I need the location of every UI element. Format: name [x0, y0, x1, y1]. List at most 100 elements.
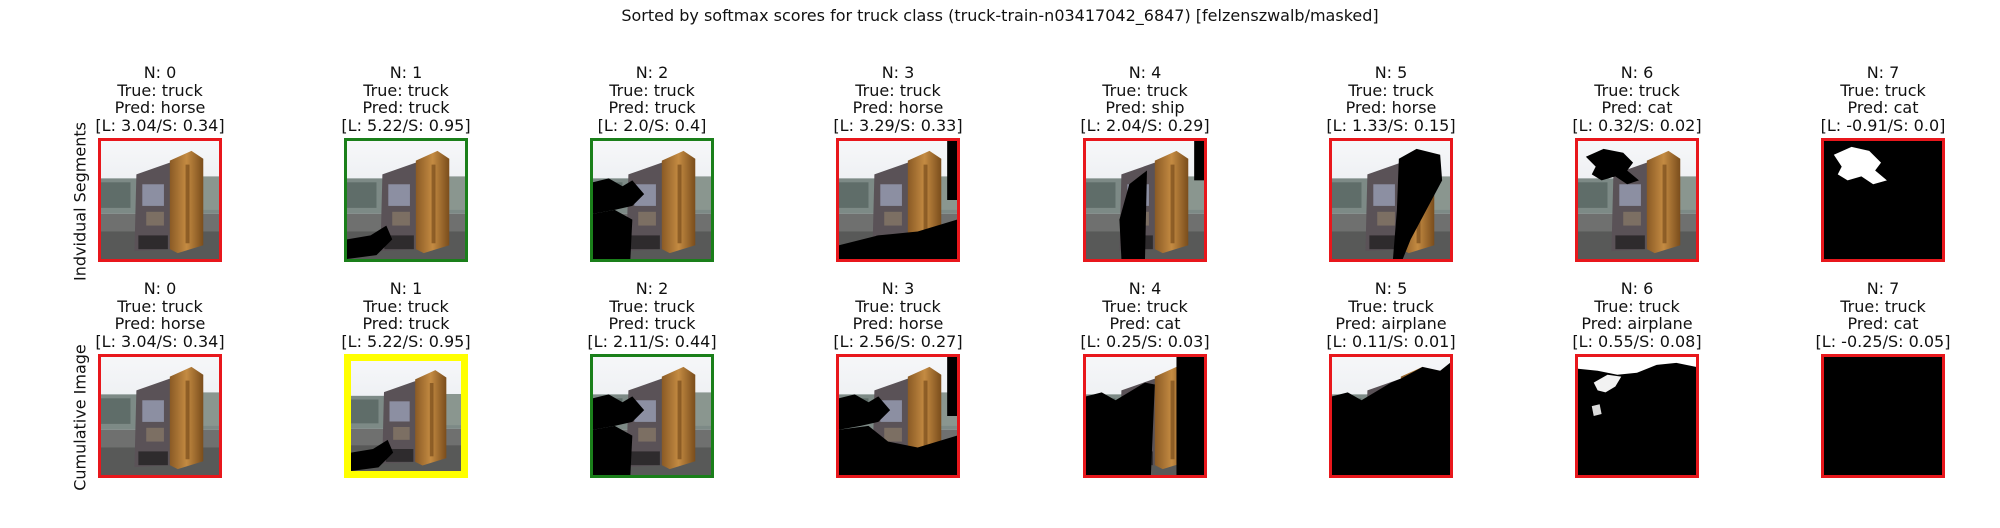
caption-true: True: truck — [609, 296, 695, 316]
segment-image — [836, 138, 960, 262]
caption-true: True: truck — [855, 296, 941, 316]
caption-score: [L: 0.32/S: 0.02] — [1572, 115, 1702, 135]
segment-image — [1083, 138, 1207, 262]
segment-image — [344, 138, 468, 262]
caption-n: N: 2 — [635, 63, 669, 82]
caption-true: True: truck — [1102, 80, 1188, 100]
caption-n: N: 2 — [635, 279, 669, 298]
caption-true: True: truck — [1840, 80, 1926, 100]
caption-n: N: 3 — [881, 279, 915, 298]
caption-n: N: 5 — [1374, 63, 1408, 82]
caption-pred: Pred: truck — [608, 314, 696, 333]
caption-score: [L: 0.11/S: 0.01] — [1326, 331, 1456, 351]
truck-thumbnail — [1332, 141, 1450, 259]
caption-score: [L: 3.04/S: 0.34] — [95, 331, 225, 351]
truck-thumbnail — [1578, 357, 1696, 475]
caption-pred: Pred: truck — [608, 98, 696, 117]
caption-pred: Pred: horse — [114, 98, 206, 117]
caption-pred: Pred: horse — [852, 98, 944, 117]
caption-score: [L: 5.22/S: 0.95] — [341, 331, 471, 351]
caption-n: N: 4 — [1128, 63, 1162, 82]
truck-thumbnail — [839, 357, 957, 475]
segment-image — [1329, 354, 1453, 478]
caption-n: N: 3 — [881, 63, 915, 82]
segment-image — [590, 354, 714, 478]
caption-n: N: 1 — [389, 279, 423, 298]
segment-image — [98, 354, 222, 478]
figure-title: Sorted by softmax scores for truck class… — [621, 6, 1379, 25]
caption-true: True: truck — [1840, 296, 1926, 316]
caption-true: True: truck — [117, 296, 203, 316]
truck-thumbnail — [1332, 357, 1450, 475]
caption-true: True: truck — [1102, 296, 1188, 316]
caption-true: True: truck — [1348, 296, 1434, 316]
caption-score: [L: 2.56/S: 0.27] — [833, 331, 963, 351]
caption-score: [L: -0.91/S: 0.0] — [1820, 115, 1946, 135]
caption-score: [L: 3.29/S: 0.33] — [833, 115, 963, 135]
caption-true: True: truck — [1594, 80, 1680, 100]
caption-n: N: 1 — [389, 63, 423, 82]
segment-image — [1821, 354, 1945, 478]
caption-true: True: truck — [1594, 296, 1680, 316]
caption-pred: Pred: airplane — [1335, 314, 1447, 333]
caption-pred: Pred: cat — [1847, 98, 1919, 117]
caption-score: [L: 0.25/S: 0.03] — [1080, 331, 1210, 351]
caption-pred: Pred: horse — [1345, 98, 1437, 117]
caption-n: N: 0 — [143, 63, 177, 82]
caption-score: [L: 2.11/S: 0.44] — [587, 331, 717, 351]
caption-pred: Pred: truck — [362, 98, 450, 117]
truck-thumbnail — [1578, 141, 1696, 259]
caption-score: [L: 5.22/S: 0.95] — [341, 115, 471, 135]
caption-pred: Pred: airplane — [1581, 314, 1693, 333]
caption-true: True: truck — [1348, 80, 1434, 100]
caption-n: N: 6 — [1620, 279, 1654, 298]
caption-pred: Pred: horse — [852, 314, 944, 333]
caption-true: True: truck — [117, 80, 203, 100]
caption-score: [L: 2.04/S: 0.29] — [1080, 115, 1210, 135]
segment-image — [98, 138, 222, 262]
caption-n: N: 4 — [1128, 279, 1162, 298]
caption-score: [L: -0.25/S: 0.05] — [1815, 331, 1951, 351]
segment-image — [1083, 354, 1207, 478]
segment-image — [1575, 138, 1699, 262]
caption-true: True: truck — [363, 296, 449, 316]
truck-thumbnail — [593, 357, 711, 475]
truck-thumbnail — [101, 141, 219, 259]
caption-pred: Pred: horse — [114, 314, 206, 333]
caption-pred: Pred: cat — [1847, 314, 1919, 333]
caption-pred: Pred: cat — [1109, 314, 1181, 333]
segment-image — [344, 354, 468, 478]
caption-true: True: truck — [609, 80, 695, 100]
truck-thumbnail — [101, 357, 219, 475]
truck-thumbnail — [839, 141, 957, 259]
caption-n: N: 5 — [1374, 279, 1408, 298]
segment-image — [590, 138, 714, 262]
segment-image — [1575, 354, 1699, 478]
truck-thumbnail — [1824, 357, 1942, 475]
caption-true: True: truck — [363, 80, 449, 100]
caption-pred: Pred: cat — [1601, 98, 1673, 117]
truck-thumbnail — [1824, 141, 1942, 259]
truck-thumbnail — [347, 141, 465, 259]
caption-true: True: truck — [855, 80, 941, 100]
caption-score: [L: 2.0/S: 0.4] — [597, 115, 707, 135]
caption-score: [L: 0.55/S: 0.08] — [1572, 331, 1702, 351]
caption-n: N: 6 — [1620, 63, 1654, 82]
caption-n: N: 7 — [1866, 279, 1900, 298]
caption-score: [L: 3.04/S: 0.34] — [95, 115, 225, 135]
caption-n: N: 7 — [1866, 63, 1900, 82]
